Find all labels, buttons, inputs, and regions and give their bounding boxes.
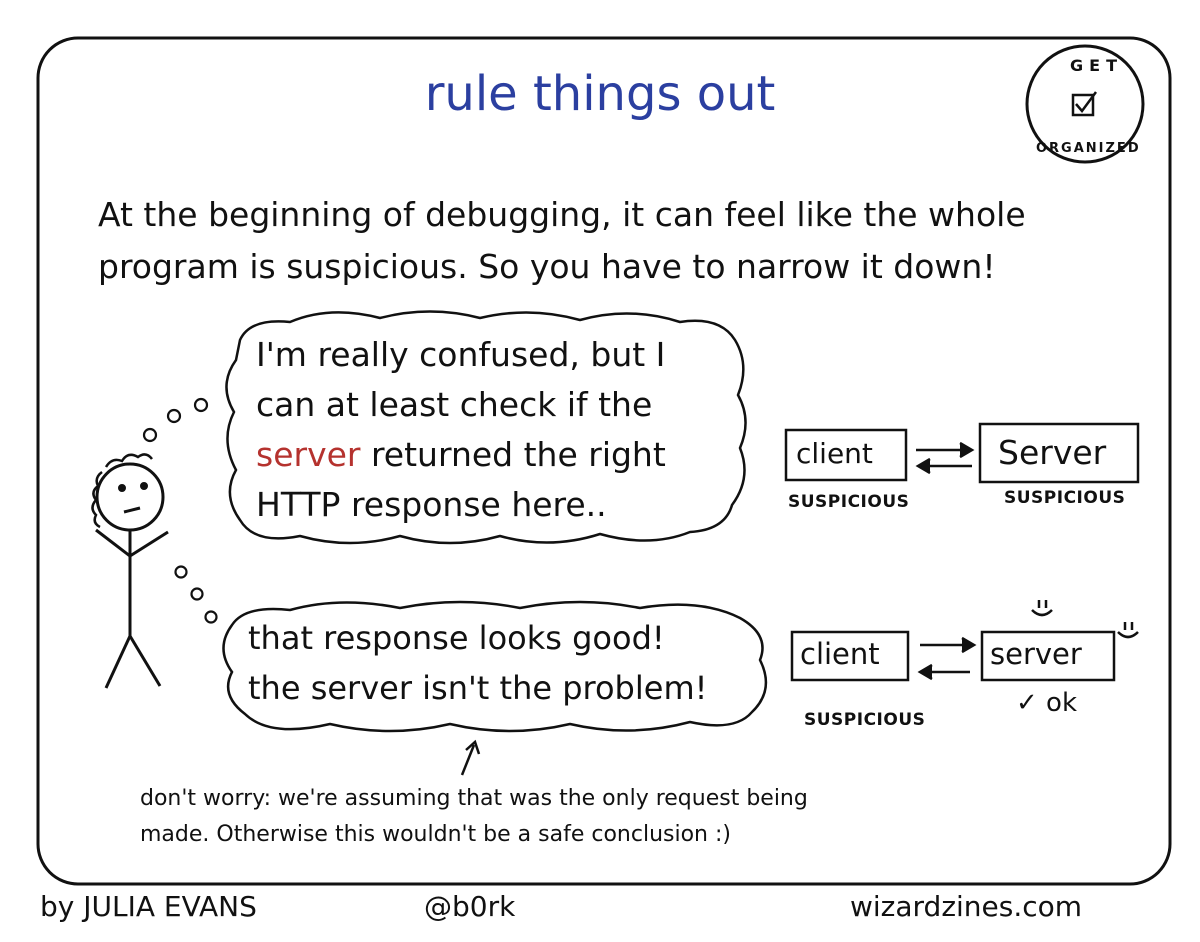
page-title: rule things out [424, 66, 776, 122]
server-box-2 [980, 630, 1116, 682]
thought1-line-3: server returned the right [256, 438, 666, 471]
stick-figure [91, 453, 169, 689]
thought1-line-1: I'm really confused, but I [256, 335, 666, 374]
thought1-line-2: can at least check if the [256, 385, 653, 424]
diagram-1 [784, 422, 1140, 484]
author-credit: by JULIA EVANS [40, 890, 257, 923]
site-credit: wizardzines.com [850, 890, 1083, 923]
footnote-arrow-icon [460, 739, 481, 776]
intro-line-2: program is suspicious. So you have to na… [98, 247, 996, 286]
server-status-1: SUSPICIOUS [1004, 488, 1126, 508]
thought1-line-3-rest: returned the right [360, 435, 666, 474]
thought2-line-2: the server isn't the problem! [248, 669, 708, 707]
diagram-2 [790, 600, 1139, 682]
client-status-2: SUSPICIOUS [804, 710, 926, 730]
thought2-line-1: that response looks good! [248, 619, 665, 657]
footnote-line-1: don't worry: we're assuming that was the… [140, 786, 808, 811]
happy-face-icon [1031, 600, 1053, 617]
thought-bubble-1 [142, 310, 747, 545]
client-box-1 [784, 428, 908, 482]
twitter-handle: @b0rk [424, 890, 516, 923]
client-label-1: client [796, 437, 873, 470]
client-label-2: client [800, 637, 880, 671]
happy-face-icon [1117, 622, 1139, 639]
badge-top-text: GET [1070, 56, 1123, 75]
server-box-1 [978, 422, 1140, 484]
footnote-line-2: made. Otherwise this wouldn't be a safe … [140, 822, 731, 847]
client-box-2 [790, 630, 910, 682]
server-status-2: ✓ ok [1016, 688, 1078, 718]
checkbox-icon [1071, 91, 1098, 117]
server-label-1: Server [998, 433, 1107, 472]
thought-bubble-2 [174, 565, 768, 733]
panel-frame [36, 36, 1172, 886]
server-highlight: server [256, 435, 361, 474]
badge-bottom-text: ORGANIZED [1036, 141, 1141, 156]
server-label-2: server [990, 637, 1082, 671]
thought1-line-4: HTTP response here.. [256, 485, 607, 524]
get-organized-badge [1025, 44, 1145, 164]
intro-line-1: At the beginning of debugging, it can fe… [98, 195, 1026, 234]
client-status-1: SUSPICIOUS [788, 492, 910, 512]
